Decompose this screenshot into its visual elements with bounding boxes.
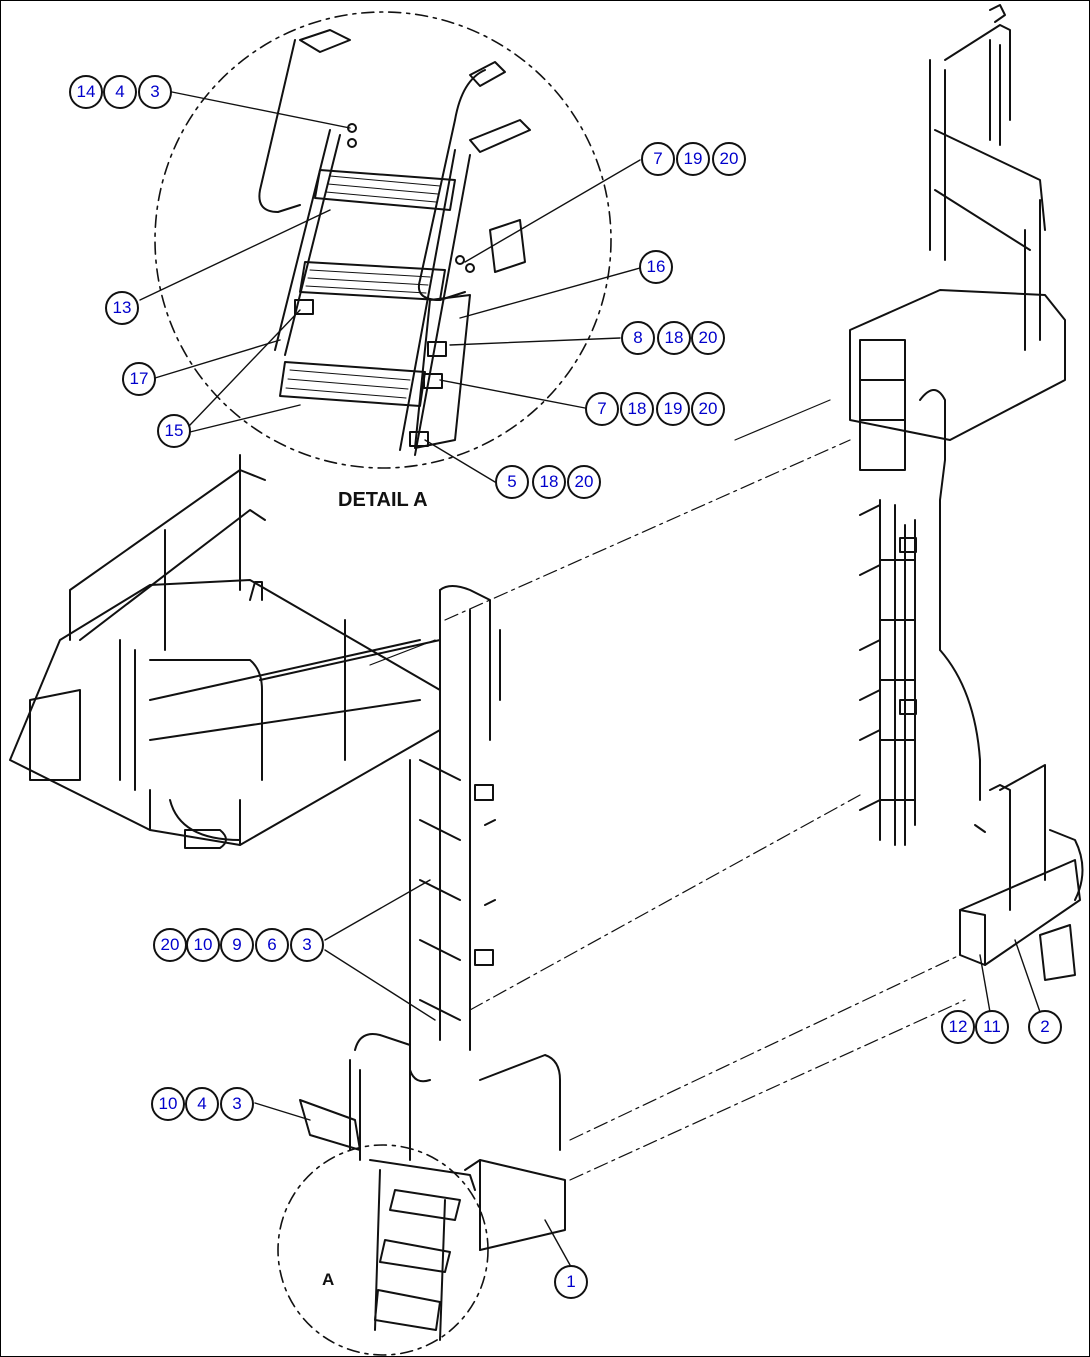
callout-4[interactable]: 4 [185, 1087, 219, 1121]
callout-20[interactable]: 20 [691, 392, 725, 426]
leader-7-18-19-20 [439, 379, 586, 409]
right-vertical-ladder [859, 499, 981, 846]
callout-3[interactable]: 3 [138, 75, 172, 109]
callout-19[interactable]: 19 [656, 392, 690, 426]
callout-18[interactable]: 18 [657, 321, 691, 355]
callout-4[interactable]: 4 [103, 75, 137, 109]
callout-8[interactable]: 8 [621, 321, 655, 355]
detail-a-marker: A [322, 1270, 335, 1289]
callout-7[interactable]: 7 [641, 142, 675, 176]
leader-2 [1014, 939, 1041, 1013]
leader-13 [139, 209, 331, 301]
leader-7-19-20 [464, 159, 641, 263]
leader-17 [154, 339, 281, 379]
leader-20-10-9-6-3a [324, 879, 431, 941]
callout-12[interactable]: 12 [941, 1010, 975, 1044]
callout-18[interactable]: 18 [532, 465, 566, 499]
leader-5-18-20 [424, 439, 496, 483]
detail-a-title: DETAIL A [338, 489, 428, 511]
leader-lines [139, 91, 1041, 1266]
callout-17[interactable]: 17 [122, 362, 156, 396]
lower-stair-assembly [277, 1033, 566, 1356]
callout-18[interactable]: 18 [620, 392, 654, 426]
callout-6[interactable]: 6 [255, 928, 289, 962]
callout-2[interactable]: 2 [1028, 1010, 1062, 1044]
callout-20[interactable]: 20 [712, 142, 746, 176]
right-lower-box [959, 764, 1084, 981]
leader-1 [544, 1219, 571, 1266]
leader-16 [459, 267, 641, 319]
callout-7[interactable]: 7 [585, 392, 619, 426]
callout-20[interactable]: 20 [153, 928, 187, 962]
callout-20[interactable]: 20 [567, 465, 601, 499]
leader-12-11 [979, 954, 991, 1013]
callout-15[interactable]: 15 [157, 414, 191, 448]
leader-10-4-3 [254, 1102, 311, 1121]
leader-20-10-9-6-3b [324, 949, 436, 1021]
callout-14[interactable]: 14 [69, 75, 103, 109]
callout-19[interactable]: 19 [676, 142, 710, 176]
callout-10[interactable]: 10 [151, 1087, 185, 1121]
phantom-connection-lines [444, 439, 966, 1181]
callout-9[interactable]: 9 [220, 928, 254, 962]
callout-10[interactable]: 10 [186, 928, 220, 962]
detail-a-view [154, 11, 612, 469]
callout-1[interactable]: 1 [554, 1265, 588, 1299]
leader-15a [189, 309, 301, 426]
callout-16[interactable]: 16 [639, 250, 673, 284]
right-upper-platform [734, 4, 1066, 651]
center-vertical-ladder [409, 585, 501, 1083]
leader-14-4-3 [171, 91, 351, 129]
callout-5[interactable]: 5 [495, 465, 529, 499]
left-platform [9, 454, 441, 849]
callout-11[interactable]: 11 [975, 1010, 1009, 1044]
callout-3[interactable]: 3 [290, 928, 324, 962]
leader-15b [189, 404, 301, 433]
leader-8-18-20 [449, 337, 621, 346]
callout-13[interactable]: 13 [105, 291, 139, 325]
callout-3[interactable]: 3 [220, 1087, 254, 1121]
callout-20[interactable]: 20 [691, 321, 725, 355]
